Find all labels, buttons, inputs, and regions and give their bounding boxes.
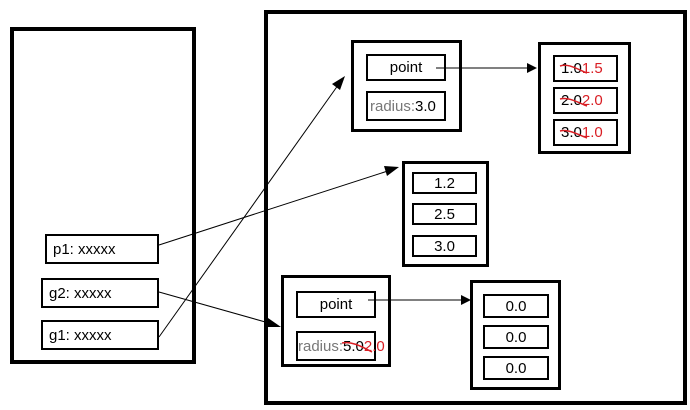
stack-entry-p1-label: p1: xxxxx bbox=[53, 240, 116, 258]
bottom-array-value-2: 0.0 bbox=[505, 328, 527, 346]
bottom-array-value-1: 0.0 bbox=[505, 297, 527, 315]
bottom-array-cell-3: 0.0 bbox=[483, 356, 549, 380]
top-array-old-3-wrap: 3.0 bbox=[559, 124, 588, 141]
top-array-old-2: 2.0 bbox=[561, 92, 582, 109]
top-object-radius-value: 3.0 bbox=[415, 97, 436, 115]
bottom-array-cell-2: 0.0 bbox=[483, 325, 549, 349]
top-array-new-2: 2.0 bbox=[581, 92, 603, 109]
stack-entry-p1: p1: xxxxx bbox=[45, 234, 159, 264]
stack-entry-g2-label: g2: xxxxx bbox=[49, 284, 112, 302]
top-object-radius-label: radius: bbox=[370, 97, 416, 115]
top-object-radius-field: radius: 3.0 bbox=[366, 91, 446, 121]
top-array-old-2-wrap: 2.0 bbox=[559, 92, 588, 109]
middle-array-cell-3: 3.0 bbox=[412, 235, 477, 257]
bottom-object-point-label: point bbox=[319, 296, 353, 313]
stack-entry-g1: g1: xxxxx bbox=[41, 320, 159, 350]
top-object-point-label: point bbox=[389, 59, 423, 76]
top-array-cell-2: 2.0 2.0 bbox=[553, 87, 618, 114]
bottom-object-point-field: point bbox=[296, 291, 376, 318]
middle-array-value-1: 1.2 bbox=[434, 174, 455, 192]
top-array-cell-1: 1.0 1.5 bbox=[553, 55, 618, 82]
bottom-object-radius-label: radius: bbox=[298, 337, 344, 355]
bottom-object-radius-old-wrap: 5.0 bbox=[341, 337, 373, 355]
top-array-old-1: 1.0 bbox=[561, 60, 582, 77]
stack-container bbox=[10, 27, 196, 364]
stack-entry-g1-label: g1: xxxxx bbox=[49, 326, 112, 344]
middle-array-cell-2: 2.5 bbox=[412, 203, 477, 225]
top-array-old-3: 3.0 bbox=[561, 124, 582, 141]
top-array-new-1: 1.5 bbox=[581, 60, 603, 77]
bottom-object-radius-old: 5.0 bbox=[343, 337, 364, 355]
top-array-cell-3: 3.0 1.0 bbox=[553, 119, 618, 146]
bottom-array-cell-1: 0.0 bbox=[483, 294, 549, 318]
bottom-object-radius-field: radius: 5.0 2.0 bbox=[296, 331, 385, 361]
bottom-array-value-3: 0.0 bbox=[505, 359, 527, 377]
middle-array-value-2: 2.5 bbox=[434, 205, 455, 223]
top-array-old-1-wrap: 1.0 bbox=[559, 60, 588, 77]
top-object-point-field: point bbox=[366, 54, 446, 81]
middle-array-cell-1: 1.2 bbox=[412, 172, 477, 194]
middle-array-value-3: 3.0 bbox=[434, 237, 455, 255]
top-array-new-3: 1.0 bbox=[581, 124, 603, 141]
stack-entry-g2: g2: xxxxx bbox=[41, 278, 159, 308]
bottom-object-radius-new: 2.0 bbox=[363, 337, 385, 355]
